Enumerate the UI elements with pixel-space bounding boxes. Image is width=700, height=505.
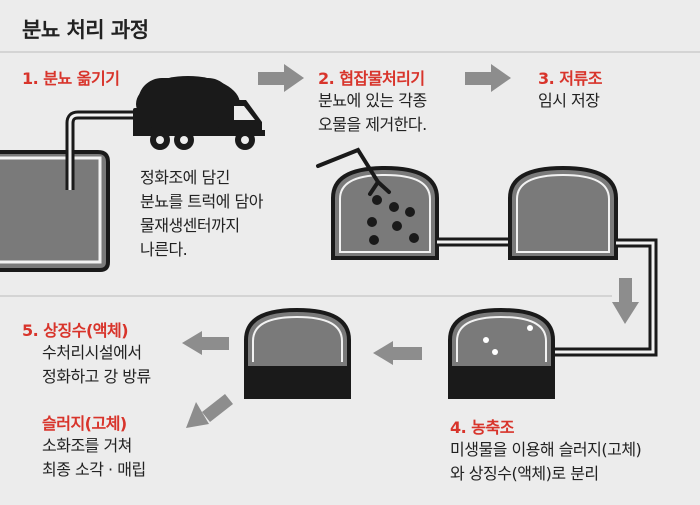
screening-claw-icon <box>316 147 391 196</box>
thickener-tank <box>448 307 555 399</box>
septic-tank <box>0 150 110 272</box>
step2-description: 분뇨에 있는 각종 오물을 제거한다. <box>318 91 427 134</box>
step1-heading: 1. 분뇨 옮기기 <box>22 69 120 88</box>
septic-truck-icon <box>133 76 265 150</box>
step2-heading: 2. 협잡물처리기 <box>318 69 425 88</box>
step3-heading: 3. 저류조 <box>538 69 602 88</box>
step1-description: 정화조에 담긴 분뇨를 트럭에 담아 물재생센터까지 나른다. <box>140 168 263 259</box>
flow-arrow-to-supernatant <box>182 331 229 355</box>
sludge-heading: 슬러지(고체) <box>42 414 127 433</box>
flow-arrow-4-to-separation <box>373 341 422 365</box>
flow-arrow-2-to-3 <box>465 64 511 92</box>
page-title: 분뇨 처리 과정 <box>22 18 149 42</box>
flow-arrow-1-to-2 <box>258 64 304 92</box>
step3-description: 임시 저장 <box>538 91 600 110</box>
step4-heading: 4. 농축조 <box>450 418 514 437</box>
storage-tank <box>508 165 618 260</box>
separation-tank <box>244 307 351 399</box>
sludge-description: 소화조를 거쳐 최종 소각 · 매립 <box>42 436 146 479</box>
step5-heading: 5. 상징수(액체) <box>22 321 129 340</box>
flow-arrow-to-sludge <box>186 394 233 428</box>
screening-tank <box>331 165 439 260</box>
flow-arrow-3-to-4 <box>612 278 639 324</box>
step4-description: 미생물을 이용해 슬러지(고체) 와 상징수(액체)로 분리 <box>450 440 642 483</box>
step5-description: 수처리시설에서 정화하고 강 방류 <box>42 343 151 386</box>
